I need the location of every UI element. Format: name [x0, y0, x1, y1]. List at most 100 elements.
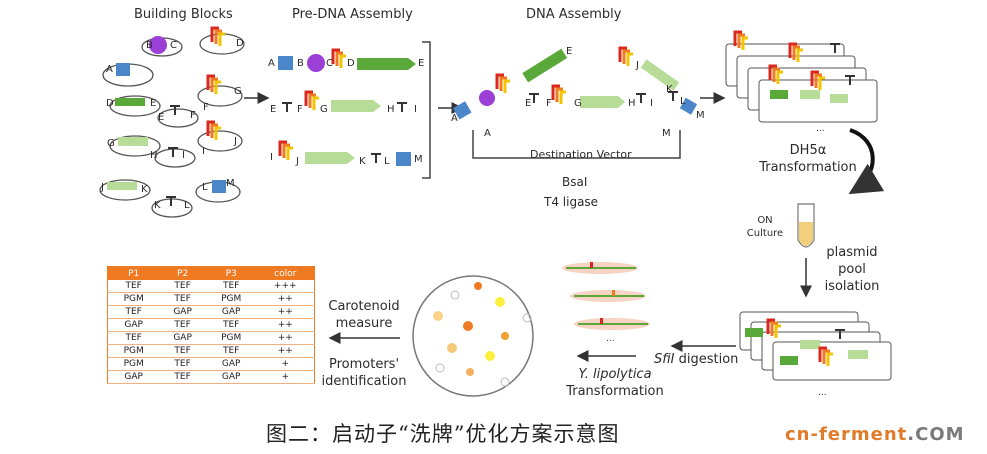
- part-blue-square: [679, 97, 698, 115]
- part-green-cds: [522, 48, 568, 83]
- part-lightgreen-cds: [118, 137, 148, 146]
- part-lightgreen-cds: [640, 59, 680, 91]
- table-cell: TEF: [159, 344, 206, 358]
- ellipsis: ...: [606, 334, 615, 344]
- table-cell: TEF: [159, 318, 206, 332]
- plasmid-label: plasmid: [826, 245, 878, 260]
- digestion-label: digestion: [674, 352, 739, 367]
- part-label-j: J: [636, 60, 639, 71]
- destination-vector-bracket: [472, 130, 681, 159]
- part-label-e: E: [418, 58, 425, 69]
- culture-label: Culture: [746, 228, 784, 239]
- identification-label: identification: [321, 374, 407, 389]
- curved-arrow: [848, 128, 885, 195]
- part-label-h: H: [628, 98, 636, 109]
- destination-vector-label: Destination Vector: [530, 148, 632, 161]
- part-blue-square: [212, 180, 226, 193]
- part-label-k: K: [359, 156, 366, 167]
- carotenoid-label: Carotenoid: [328, 299, 400, 314]
- library-card: [758, 79, 878, 123]
- pool-label: pool: [838, 262, 866, 277]
- yeast-species-label: Y. lipolytica: [578, 367, 652, 382]
- header-dna-assembly: DNA Assembly: [526, 7, 622, 22]
- part-label-i: I: [414, 104, 417, 115]
- plasmid-circle: [197, 130, 243, 152]
- promoters-label: Promoters': [328, 357, 400, 372]
- table-cell: ++: [256, 331, 315, 345]
- part-label-g: G: [107, 138, 115, 149]
- part-green-cds: [780, 356, 798, 365]
- promoter-icon: [206, 74, 223, 96]
- table-column-header: P3: [205, 266, 257, 280]
- table-cell: TEF: [205, 318, 257, 332]
- part-label-d: D: [106, 98, 114, 109]
- part-label-b: B: [297, 58, 304, 69]
- promoter-icon: [210, 26, 227, 48]
- part-label-a: A: [268, 58, 275, 69]
- plasmid-circle: [109, 135, 161, 157]
- table-cell: TEF: [159, 357, 206, 371]
- terminator-icon: [635, 93, 647, 104]
- ellipsis: ...: [816, 124, 825, 134]
- petri-dish: [412, 275, 534, 397]
- part-green-cds: [770, 90, 788, 99]
- table-cell: TEF: [107, 305, 160, 319]
- table-column-header: color: [256, 266, 315, 280]
- carotenoid-measure-label: Carotenoid measure: [318, 298, 410, 332]
- promoter-icon: [495, 73, 512, 95]
- plasmid-circle: [99, 179, 151, 201]
- part-purple-circle: [479, 90, 495, 106]
- promoter-icon: [304, 90, 321, 112]
- table-cell: PGM: [107, 357, 160, 371]
- ligase-label: T4 ligase: [544, 195, 599, 209]
- dh5a-transformation-label: DH5α Transformation: [748, 142, 868, 176]
- part-label-m: M: [226, 178, 235, 189]
- transformation-label: Transformation: [759, 160, 857, 175]
- promoter-icon: [278, 140, 295, 162]
- part-blue-square: [116, 63, 130, 76]
- part-blue-square: [396, 152, 411, 166]
- part-label-k: K: [666, 84, 673, 95]
- plasmid-library-bottom: [739, 311, 892, 381]
- part-label-g: G: [574, 98, 582, 109]
- part-label-e: E: [525, 98, 532, 109]
- table-cell: GAP: [107, 318, 160, 332]
- part-label-a: A: [106, 64, 113, 75]
- isolation-label: isolation: [824, 279, 880, 294]
- table-cell: TEF: [159, 280, 206, 293]
- part-label-f: F: [190, 110, 196, 121]
- brand-domain: .COM: [907, 424, 965, 445]
- part-green-cds: [115, 98, 145, 106]
- part-label-e: E: [270, 104, 277, 115]
- part-lightgreen-cds: [107, 182, 137, 190]
- part-label-j: J: [234, 136, 237, 147]
- brand-watermark: cn-ferment.COM: [785, 424, 965, 445]
- enzyme-label: BsaI: [562, 175, 588, 189]
- measure-label: measure: [335, 316, 393, 331]
- part-label-d: D: [236, 38, 244, 49]
- part-label-m: M: [662, 128, 671, 139]
- part-label-h: H: [150, 150, 158, 161]
- table-cell: PGM: [107, 292, 160, 306]
- part-lightgreen-cds: [848, 350, 868, 359]
- table-cell: TEF: [205, 280, 257, 293]
- part-label-c: C: [170, 40, 177, 51]
- terminator-icon: [396, 102, 408, 113]
- part-label-a: A: [484, 128, 491, 139]
- part-label-k: K: [141, 184, 148, 195]
- part-label-a: A: [451, 113, 458, 124]
- table-cell: ++: [256, 344, 315, 358]
- part-label-k: K: [154, 200, 161, 211]
- ellipsis: ...: [818, 388, 827, 398]
- table-cell: GAP: [159, 331, 206, 345]
- part-green-cds: [745, 328, 763, 337]
- part-label-f: F: [203, 102, 209, 113]
- plasmid-library-top: [725, 30, 878, 123]
- part-label-e: E: [158, 112, 165, 123]
